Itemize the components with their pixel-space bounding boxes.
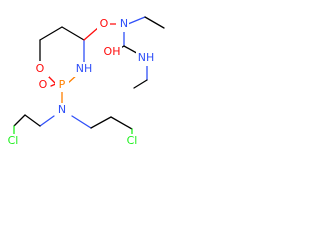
bond-right-chain-1 [90,116,112,129]
atom-mask-mustard-n [55,103,69,118]
bond-methyl-end [133,79,148,89]
atom-cl-left: Cl [8,134,19,147]
atom-nh-ring: NH [76,62,93,75]
atom-mask-nh-ring [73,62,95,77]
atom-mask-nh [136,51,158,66]
bond-ring-c-c4 [61,26,85,41]
atom-o-link: O [100,17,109,30]
bond-n-left-chain [39,115,55,127]
atom-mask-ring-o [31,61,49,77]
atom-oh: OH [104,45,121,58]
atom-o-ring: O [36,62,45,75]
bond-c4-o [83,26,100,41]
molecule-diagram: O P O NH O N OH NH N Cl Cl [2,16,165,149]
atom-p: P [59,78,66,91]
atom-mask-oh [102,45,122,60]
atom-mask-p [55,78,69,92]
atom-mask-left-cl [2,134,24,149]
bond-left-chain-2 [13,114,26,127]
atom-mask-top-n [116,17,129,32]
atom-cl-right: Cl [127,134,138,147]
bond-n-ethyl [127,16,146,25]
bond-left-chain-1 [24,114,41,127]
atom-n-nh: NH [138,51,155,64]
bond-right-chain-2 [110,116,133,130]
atom-n-top: N [120,17,128,30]
atom-n-mustard: N [58,103,66,116]
atom-mask-right-cl [121,134,143,149]
atom-mask-link-o [97,17,110,32]
bond-n-right-chain [71,115,92,129]
bond-ring-c-c [39,26,63,41]
chemical-structure-canvas: O P O NH O N OH NH N Cl Cl [0,0,199,157]
bond-ethyl-c [144,16,165,29]
atom-o-double: O [39,78,48,91]
